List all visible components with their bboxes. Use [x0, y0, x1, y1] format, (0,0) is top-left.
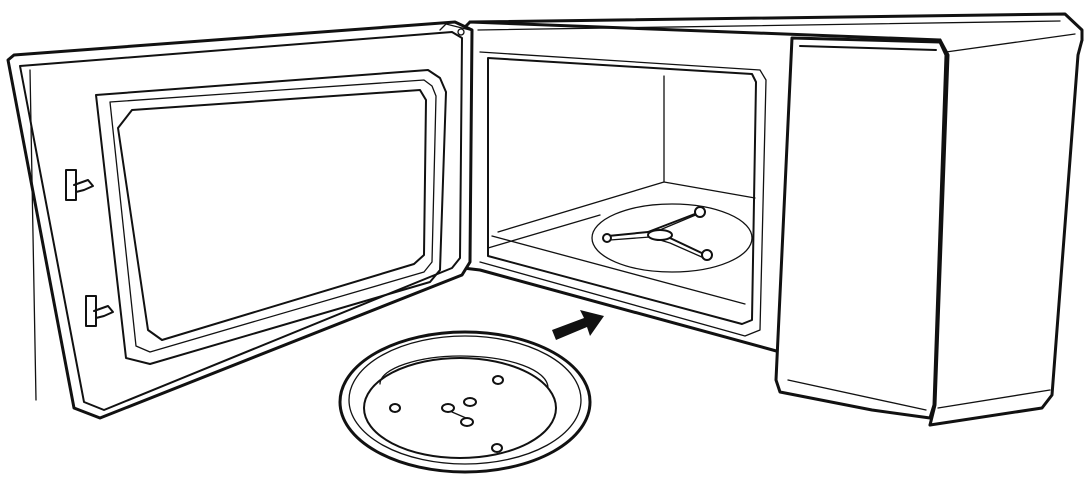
- control-panel: [774, 36, 948, 420]
- cavity-floor-circle: [591, 203, 753, 273]
- glass-tray-icon: [338, 330, 592, 474]
- glass-tray: [338, 330, 592, 474]
- roller-ring-icon: [602, 206, 713, 261]
- oven-cavity: [479, 51, 767, 337]
- door-latch-icon: [65, 169, 94, 201]
- door-latch-lower: [85, 295, 114, 327]
- door-latch-upper: [65, 169, 94, 201]
- arrow-icon: [552, 310, 604, 340]
- roller-ring: [591, 203, 753, 273]
- oven-door: [6, 20, 474, 420]
- door-latch-icon: [85, 295, 114, 327]
